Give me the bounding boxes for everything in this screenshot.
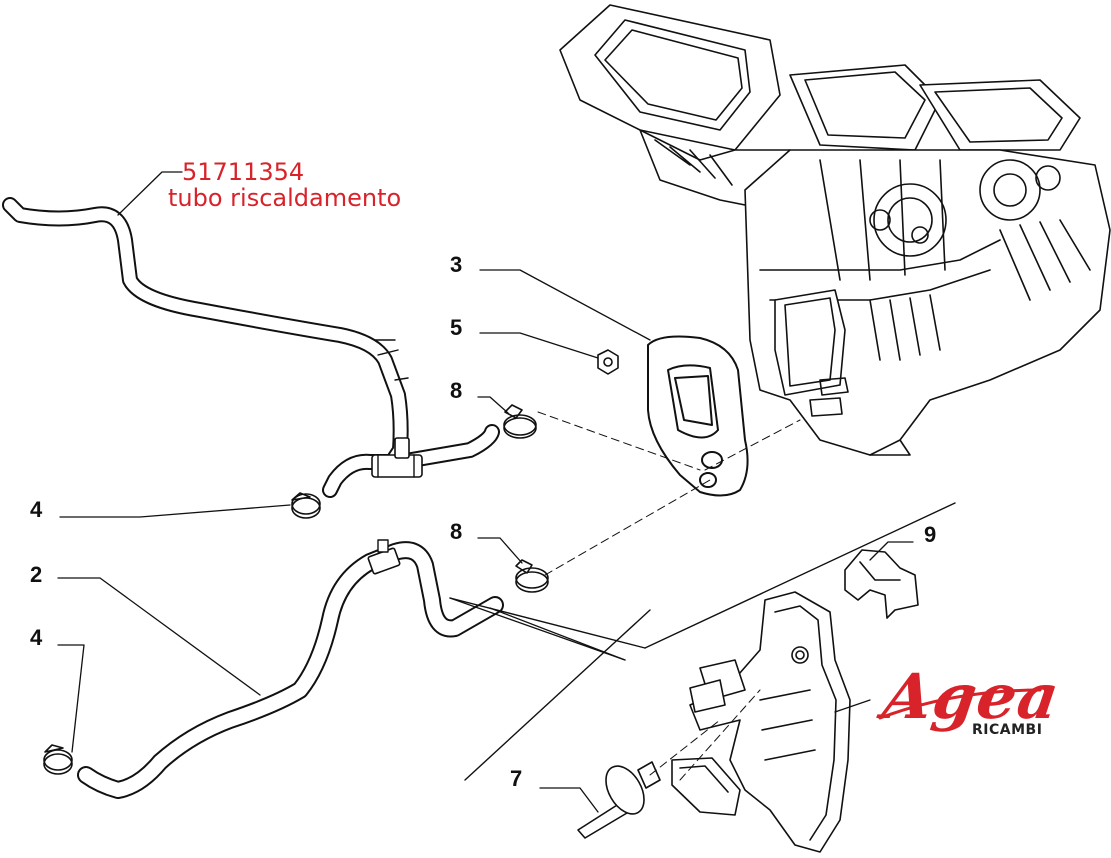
heater-unit [559,4,1111,456]
hose-clamp-part-8-upper [503,404,537,439]
logo-swoosh [878,688,1042,720]
part-number-label: 51711354 [182,158,305,186]
hose-clamp-part-4-upper [291,492,321,519]
brand-subtitle: RICAMBI [972,722,1043,738]
callout-5: 5 [450,315,463,340]
hose-clamp-part-4-lower [43,744,73,775]
callout-4-upper: 4 [30,497,43,522]
nut-part-5 [597,349,619,375]
callout-3: 3 [450,252,463,277]
hose-clamp-part-8-lower [515,559,549,593]
callout-8-lower: 8 [450,519,463,544]
callout-2: 2 [30,562,43,587]
callout-9: 9 [924,522,937,547]
hose-part-2 [77,539,504,799]
bracket-part-9 [844,549,919,619]
part-description-label: tubo riscaldamento [168,184,402,212]
callout-7: 7 [510,766,523,791]
assembly-dash-lines [537,411,801,781]
section-divider [449,502,956,781]
leader-lines [57,171,914,813]
bracket-cover [671,591,851,853]
gasket-part-3 [647,335,749,497]
heater-hose-51711354 [2,197,500,498]
callout-8-upper: 8 [450,378,463,403]
callout-4-lower: 4 [30,625,43,650]
push-pin-part-7 [577,761,661,839]
